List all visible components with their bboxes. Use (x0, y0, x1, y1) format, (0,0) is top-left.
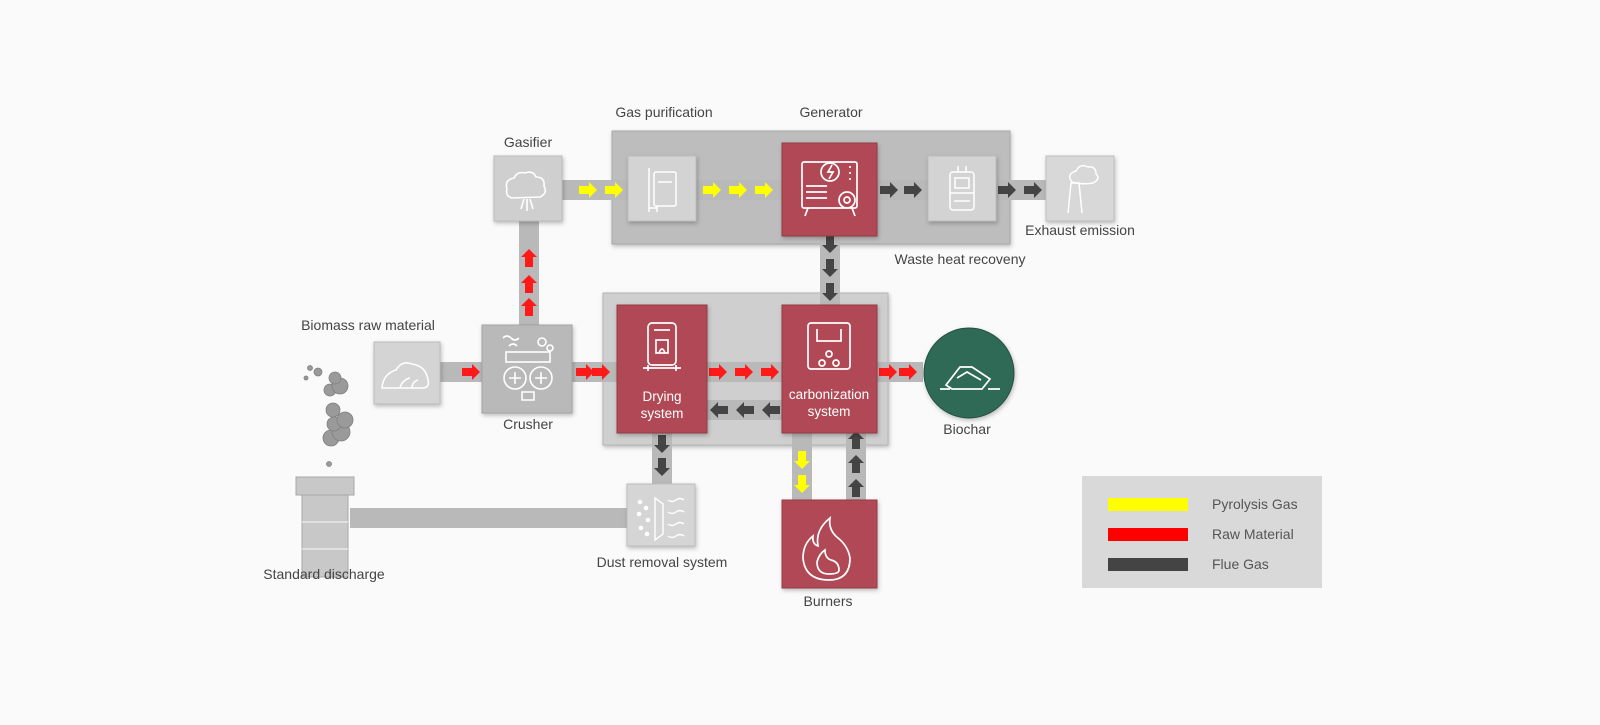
crusher-icon (502, 335, 554, 401)
smoke-cloud-icon (303, 365, 354, 467)
exhaust-emission-label: Exhaust emission (1025, 222, 1135, 238)
boiler-icon (949, 166, 975, 211)
flow-arrow (822, 235, 838, 253)
legend-swatch-yellow (1108, 498, 1188, 511)
flow-arrow (735, 364, 753, 380)
dust-removal-node (626, 483, 696, 547)
flow-arrow (703, 182, 721, 198)
flow-arrow (899, 364, 917, 380)
flow-arrow (794, 451, 810, 469)
dryer-icon (643, 322, 681, 371)
flow-arrow (848, 455, 864, 473)
flow-arrow (1024, 182, 1042, 198)
standard-discharge-label: Standard discharge (263, 566, 385, 582)
generator-node (781, 142, 878, 237)
biomass-raw-material-node (373, 341, 441, 405)
flow-arrow (822, 283, 838, 301)
legend-swatch-red (1108, 528, 1188, 541)
drying-system-text: Drying system (641, 388, 684, 422)
biochar-node (923, 327, 1015, 419)
flow-arrow (904, 182, 922, 198)
legend-label: Raw Material (1212, 526, 1294, 542)
chimney-smoke-icon (1067, 164, 1099, 214)
drying-system-node (616, 304, 708, 434)
burners-label: Burners (803, 593, 853, 609)
carbonization-line-2: system (807, 404, 851, 419)
carbonization-system-node (781, 304, 878, 434)
flow-arrows (462, 182, 1042, 497)
biochar-label: Biochar (943, 421, 991, 437)
filter-icon (636, 496, 685, 542)
flow-arrow (879, 364, 897, 380)
flow-arrow (654, 458, 670, 476)
standard-discharge-node (295, 476, 355, 578)
flow-arrow (605, 182, 623, 198)
flow-arrow (654, 435, 670, 453)
gas-purification-node (627, 155, 697, 222)
drying-line-1: Drying (642, 389, 682, 404)
flow-arrow (822, 259, 838, 277)
flame-icon (802, 515, 851, 581)
wood-pile-icon (381, 362, 430, 389)
gasifier-node (493, 155, 563, 222)
legend-item-raw-material: Raw Material (1108, 526, 1318, 542)
legend-item-flue-gas: Flue Gas (1108, 556, 1318, 572)
pipe-crusher-to-gasifier (519, 218, 539, 328)
generator-icon (801, 161, 858, 217)
generator-label: Generator (799, 104, 863, 120)
pipe-dust-to-discharge (350, 508, 630, 528)
legend-label: Flue Gas (1212, 556, 1269, 572)
flow-arrow (761, 364, 779, 380)
flow-arrow (521, 275, 537, 293)
flow-arrow (462, 364, 480, 380)
biomass-raw-material-label: Biomass raw material (301, 317, 435, 333)
flow-arrow (762, 402, 780, 418)
waste-heat-node (927, 155, 997, 222)
cloud-icon (505, 171, 547, 211)
flow-arrow (521, 249, 537, 267)
flow-arrow (998, 182, 1016, 198)
purifier-icon (648, 168, 677, 212)
carbonization-system-text: carbonization system (789, 386, 869, 420)
flow-arrow (576, 364, 594, 380)
legend-label: Pyrolysis Gas (1212, 496, 1298, 512)
legend: Pyrolysis Gas Raw Material Flue Gas (1082, 476, 1322, 588)
flow-arrow (736, 402, 754, 418)
crusher-node (481, 324, 573, 414)
flow-arrow (579, 182, 597, 198)
gas-purification-label: Gas purification (615, 104, 713, 120)
crusher-label: Crusher (503, 416, 553, 432)
flow-arrow (794, 475, 810, 493)
gasifier-label: Gasifier (503, 134, 553, 150)
biochar-pile-icon (940, 366, 1000, 390)
flow-arrow (710, 402, 728, 418)
flow-arrow (592, 364, 610, 380)
legend-swatch-dark (1108, 558, 1188, 571)
burners-node (781, 499, 878, 589)
flow-arrow (880, 182, 898, 198)
carbonizer-icon (807, 322, 851, 370)
dust-removal-label: Dust removal system (596, 554, 728, 570)
flow-arrow (848, 431, 864, 449)
carbonization-line-1: carbonization (788, 387, 870, 402)
exhaust-emission-node (1045, 155, 1115, 222)
drying-line-2: system (640, 406, 684, 421)
flow-arrow (729, 182, 747, 198)
legend-item-pyrolysis-gas: Pyrolysis Gas (1108, 496, 1318, 512)
flow-arrow (709, 364, 727, 380)
flow-arrow (848, 479, 864, 497)
flow-arrow (755, 182, 773, 198)
flow-arrow (521, 298, 537, 316)
waste-heat-label: Waste heat recoveny (894, 251, 1026, 267)
